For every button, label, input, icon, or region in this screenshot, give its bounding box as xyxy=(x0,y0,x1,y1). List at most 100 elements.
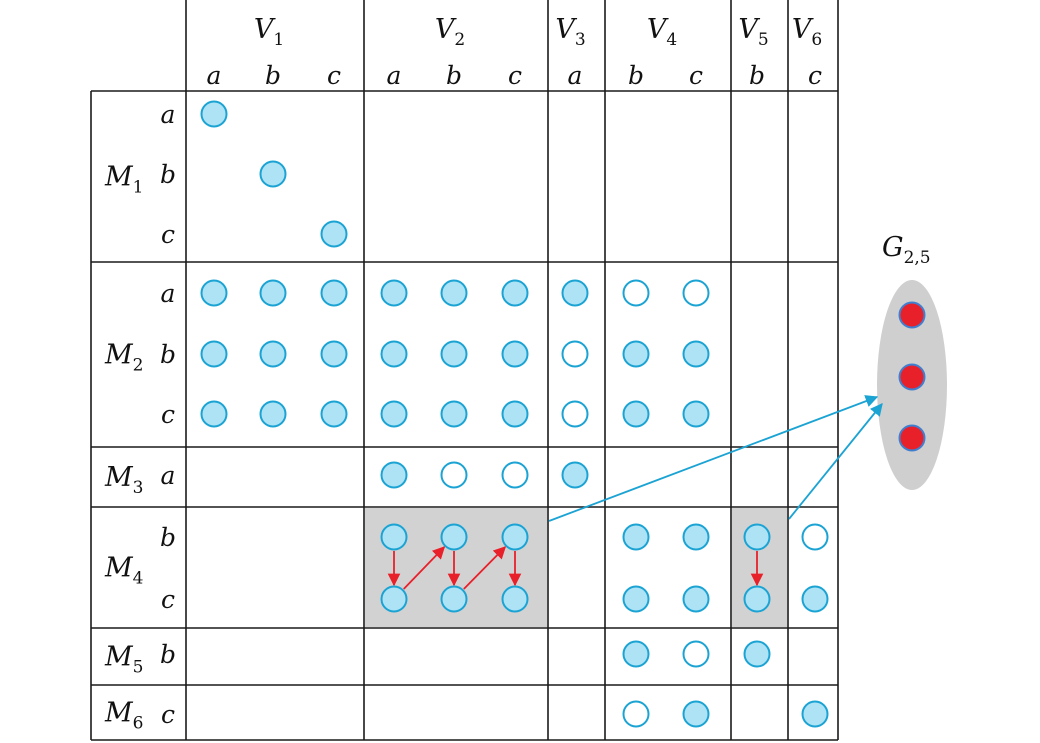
cell-dot-r4-c8 xyxy=(682,340,710,368)
cell-dot-r6-c6 xyxy=(561,461,589,489)
column-letter-5: c xyxy=(508,61,522,90)
column-letter-8: c xyxy=(689,61,703,90)
cell-dot-r1-c1 xyxy=(259,160,287,188)
column-letter-0: a xyxy=(207,61,222,90)
cell-dot-r3-c7 xyxy=(622,279,650,307)
cell-dot-r7-c3 xyxy=(380,523,408,551)
row-group-label-2: M3 xyxy=(104,462,143,498)
cell-dot-r6-c4 xyxy=(440,461,468,489)
column-letter-2: c xyxy=(327,61,341,90)
row-letter-6: a xyxy=(161,461,176,490)
row-letter-7: b xyxy=(160,523,176,552)
cell-dot-r4-c5 xyxy=(501,340,529,368)
cell-dot-r7-c9 xyxy=(743,523,771,551)
cell-dot-r9-c8 xyxy=(682,640,710,668)
cell-dots xyxy=(200,100,829,728)
column-letter-7: b xyxy=(628,61,644,90)
cell-dot-r4-c7 xyxy=(622,340,650,368)
highlight-layer xyxy=(365,508,787,627)
cell-dot-r5-c7 xyxy=(622,400,650,428)
row-group-label-0: M1 xyxy=(104,162,143,198)
row-group-label-5: M6 xyxy=(104,698,143,734)
cell-dot-r10-c8 xyxy=(682,700,710,728)
row-letter-3: a xyxy=(161,279,176,308)
column-letter-4: b xyxy=(446,61,462,90)
cell-dot-r10-c7 xyxy=(622,700,650,728)
grid-lines xyxy=(90,0,839,741)
cell-dot-r3-c1 xyxy=(259,279,287,307)
cell-dot-r5-c6 xyxy=(561,400,589,428)
cell-dot-r8-c10 xyxy=(801,585,829,613)
cell-dot-r3-c6 xyxy=(561,279,589,307)
cell-dot-r5-c5 xyxy=(501,400,529,428)
cell-dot-r6-c5 xyxy=(501,461,529,489)
column-letter-3: a xyxy=(387,61,402,90)
cell-dot-r5-c0 xyxy=(200,400,228,428)
cell-dot-r7-c5 xyxy=(501,523,529,551)
column-group-label-2: V3 xyxy=(555,14,585,50)
cell-dot-r0-c0 xyxy=(200,100,228,128)
row-letter-5: c xyxy=(161,400,175,429)
row-group-label-3: M4 xyxy=(104,553,143,589)
cell-dot-r3-c5 xyxy=(501,279,529,307)
column-group-label-0: V1 xyxy=(254,14,284,50)
cell-dot-r3-c4 xyxy=(440,279,468,307)
column-letter-6: a xyxy=(568,61,583,90)
cell-dot-r8-c9 xyxy=(743,585,771,613)
cell-dot-r3-c2 xyxy=(320,279,348,307)
mapping-arrow-1 xyxy=(788,403,883,520)
mapping-arrow-0 xyxy=(548,395,879,522)
cell-dot-r7-c7 xyxy=(622,523,650,551)
column-letter-1: b xyxy=(265,61,281,90)
cell-dot-r2-c2 xyxy=(320,220,348,248)
group-label: G2,5 xyxy=(882,232,931,268)
cell-dot-r5-c4 xyxy=(440,400,468,428)
cell-dot-r4-c0 xyxy=(200,340,228,368)
cell-dot-r5-c1 xyxy=(259,400,287,428)
column-group-label-3: V4 xyxy=(647,14,677,50)
cell-dot-r3-c8 xyxy=(682,279,710,307)
cell-dot-r4-c3 xyxy=(380,340,408,368)
cell-dot-r4-c2 xyxy=(320,340,348,368)
cell-dot-r5-c8 xyxy=(682,400,710,428)
row-letter-1: b xyxy=(160,160,176,189)
cell-dot-r8-c3 xyxy=(380,585,408,613)
cell-dot-r7-c10 xyxy=(801,523,829,551)
row-letter-0: a xyxy=(161,100,176,129)
group-node-0 xyxy=(898,301,926,329)
cell-dot-r8-c5 xyxy=(501,585,529,613)
cell-dot-r3-c3 xyxy=(380,279,408,307)
group-node-1 xyxy=(898,363,926,391)
row-group-label-4: M5 xyxy=(104,642,143,678)
cell-dot-r8-c4 xyxy=(440,585,468,613)
cell-dot-r5-c3 xyxy=(380,400,408,428)
row-group-label-1: M2 xyxy=(104,340,143,376)
group-node-2 xyxy=(898,424,926,452)
row-letter-4: b xyxy=(160,340,176,369)
cell-dot-r8-c8 xyxy=(682,585,710,613)
cell-dot-r4-c1 xyxy=(259,340,287,368)
cell-dot-r9-c7 xyxy=(622,640,650,668)
cell-dot-r4-c6 xyxy=(561,340,589,368)
row-letter-2: c xyxy=(161,220,175,249)
cell-dot-r8-c7 xyxy=(622,585,650,613)
cell-dot-r7-c4 xyxy=(440,523,468,551)
dependency-arrows xyxy=(387,395,883,590)
dependency-arrow-3 xyxy=(463,546,507,590)
column-letter-10: c xyxy=(808,61,822,90)
dependency-arrow-1 xyxy=(403,546,446,590)
cell-dot-r5-c2 xyxy=(320,400,348,428)
cell-dot-r9-c9 xyxy=(743,640,771,668)
cell-dot-r6-c3 xyxy=(380,461,408,489)
column-group-label-5: V6 xyxy=(792,14,822,50)
row-letter-8: c xyxy=(161,585,175,614)
column-group-label-1: V2 xyxy=(435,14,465,50)
cell-dot-r7-c8 xyxy=(682,523,710,551)
cell-dot-r4-c4 xyxy=(440,340,468,368)
group-g-node xyxy=(877,280,947,490)
column-letter-9: b xyxy=(749,61,765,90)
cell-dot-r10-c10 xyxy=(801,700,829,728)
row-letter-10: c xyxy=(161,700,175,729)
